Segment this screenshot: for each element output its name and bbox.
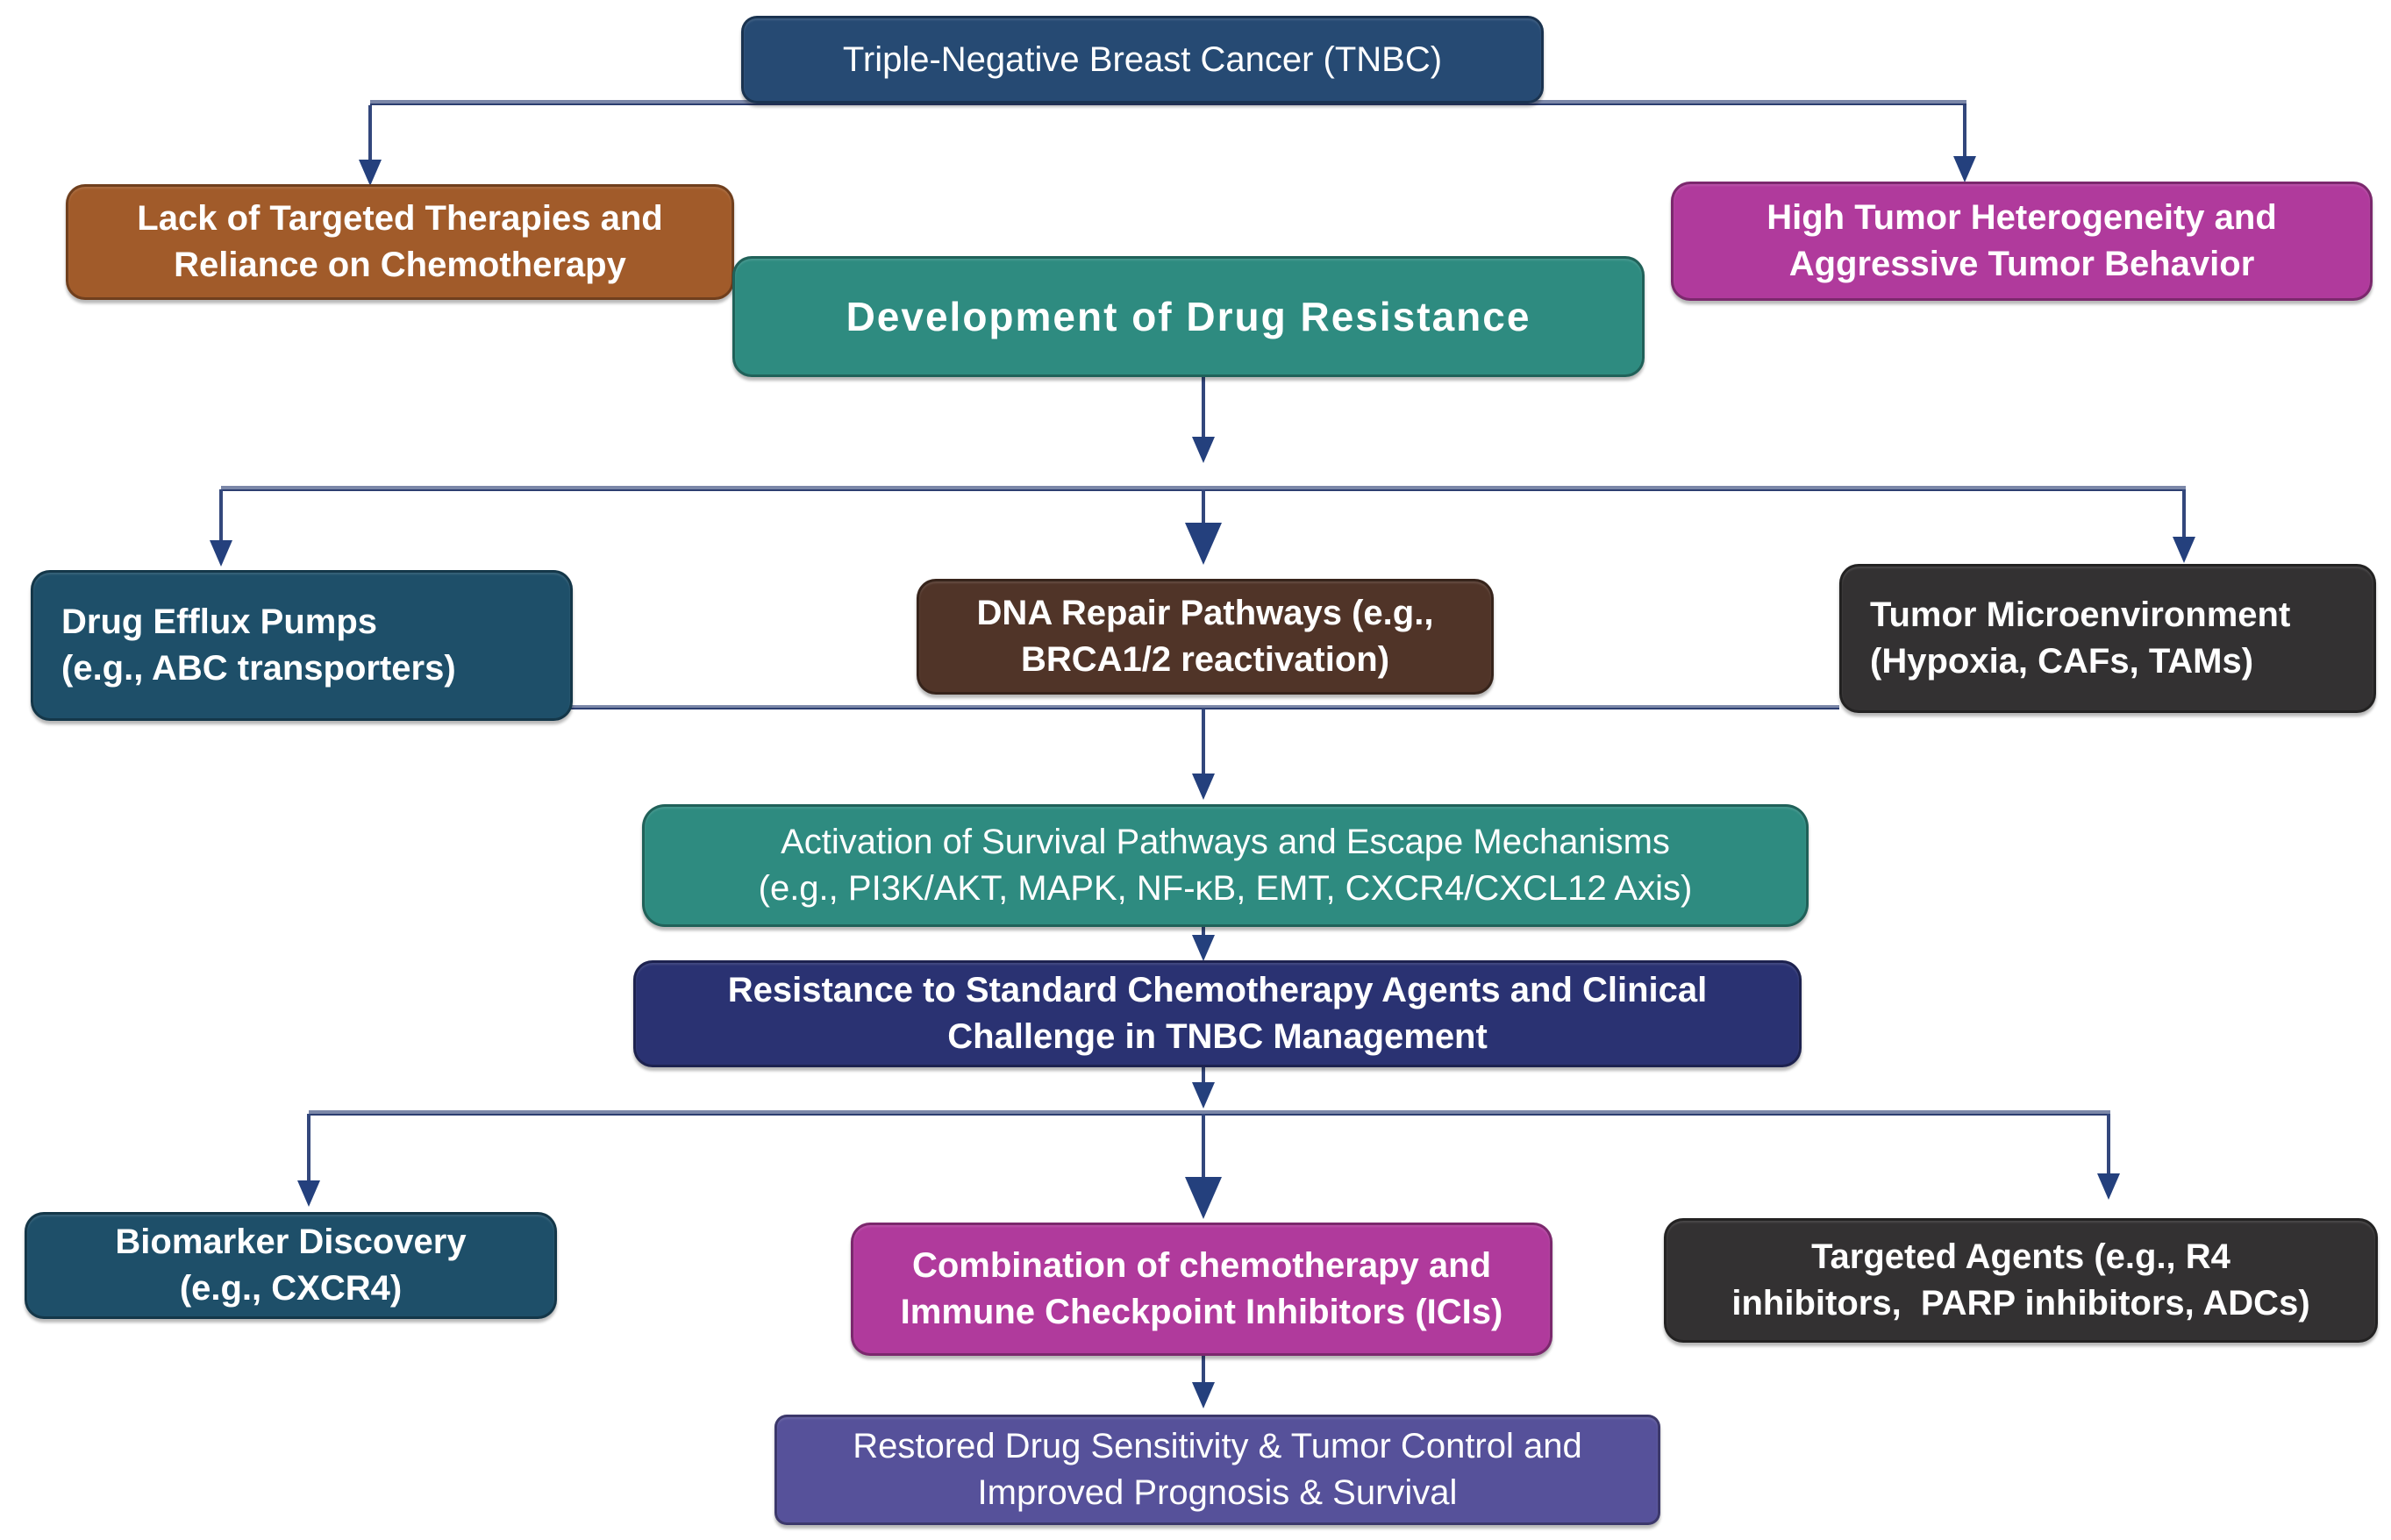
flow-node-text: (e.g., ABC transporters) [61,649,456,688]
flow-node-tumor-heterogeneity: High Tumor Heterogeneity and Aggressive … [1671,182,2373,301]
connector-merge-to-survival [1202,709,1205,777]
connector-survival-to-clinical [1202,927,1205,939]
arrowhead-into-biomarker [297,1180,320,1207]
connector-development-down [1202,375,1205,440]
arrowhead-into-survival [1192,774,1215,800]
flow-node-text: Lack of Targeted Therapies and [137,199,663,239]
flow-node-text: (e.g., PI3K/AKT, MAPK, NF-κB, EMT, CXCR4… [758,869,1693,908]
flow-node-development-of-drug-resistance: Development of Drug Resistance [732,256,1645,377]
connector-split-to-efflux [219,489,223,544]
flow-node-restored-sensitivity-outcome: Restored Drug Sensitivity & Tumor Contro… [774,1415,1660,1525]
flow-node-biomarker-discovery: Biomarker Discovery (e.g., CXCR4) [25,1212,557,1319]
connector-strategies-split-line [309,1110,2110,1116]
flow-node-text: Challenge in TNBC Management [947,1017,1488,1056]
arrowhead-development-to-split [1192,437,1215,463]
connector-split-to-tme [2182,489,2186,540]
arrowhead-into-combo [1185,1177,1222,1219]
flow-node-text: Resistance to Standard Chemotherapy Agen… [727,971,1708,1010]
flow-node-text: Immune Checkpoint Inhibitors (ICIs) [900,1293,1503,1331]
connector-split-to-combo [1202,1114,1205,1180]
flow-node-targeted-agents: Targeted Agents (e.g., R4 inhibitors, PA… [1664,1218,2378,1343]
arrowhead-clinical-to-split [1192,1082,1215,1109]
flow-node-text: Aggressive Tumor Behavior [1788,245,2255,283]
arrowhead-into-outcome [1192,1382,1215,1408]
arrowhead-into-heterogeneity [1953,156,1976,182]
flow-node-text: Combination of chemotherapy and [911,1246,1492,1286]
arrowhead-into-tme [2173,537,2195,563]
flow-node-survival-pathways: Activation of Survival Pathways and Esca… [642,804,1809,927]
flow-node-lack-of-targeted-therapies: Lack of Targeted Therapies and Reliance … [66,184,734,300]
arrowhead-into-efflux [210,540,232,567]
flow-node-text: inhibitors, PARP inhibitors, ADCs) [1731,1284,2310,1323]
arrowhead-into-clinical [1192,935,1215,961]
flow-node-tumor-microenvironment: Tumor Microenvironment (Hypoxia, CAFs, T… [1839,564,2376,713]
connector-split-to-dna [1202,489,1205,526]
flow-node-resistance-clinical-challenge: Resistance to Standard Chemotherapy Agen… [633,960,1802,1067]
connector-combo-to-outcome [1202,1356,1205,1386]
flow-node-text: Restored Drug Sensitivity & Tumor Contro… [853,1427,1582,1466]
connector-split-to-targeted [2107,1114,2110,1177]
connector-tnbc-to-heterogeneity [1963,105,1966,160]
flow-node-text: BRCA1/2 reactivation) [1020,640,1390,679]
flow-node-dna-repair-pathways: DNA Repair Pathways (e.g., BRCA1/2 react… [917,579,1494,695]
arrowhead-into-lack [359,160,382,186]
flow-node-text: Drug Efflux Pumps [61,602,378,642]
flow-node-text: (e.g., CXCR4) [179,1269,403,1308]
flow-node-text: Reliance on Chemotherapy [174,246,626,284]
connector-tnbc-to-lack [368,105,372,163]
flow-node-text: DNA Repair Pathways (e.g., [976,594,1434,633]
flow-node-text: Triple-Negative Breast Cancer (TNBC) [842,39,1443,79]
flow-node-text: Development of Drug Resistance [846,293,1531,339]
flow-node-chemo-ici-combination: Combination of chemotherapy and Immune C… [851,1223,1552,1356]
flow-node-text: Tumor Microenvironment [1870,595,2291,635]
flow-node-text: (Hypoxia, CAFs, TAMs) [1870,642,2254,681]
flow-node-tnbc: Triple-Negative Breast Cancer (TNBC) [741,16,1544,103]
connector-clinical-down [1202,1067,1205,1087]
arrowhead-into-dna [1185,523,1222,565]
flow-node-drug-efflux-pumps: Drug Efflux Pumps (e.g., ABC transporter… [31,570,573,721]
flow-node-text: Biomarker Discovery [115,1223,467,1262]
arrowhead-into-targeted [2097,1173,2120,1200]
flow-node-text: High Tumor Heterogeneity and [1766,198,2277,238]
flow-node-text: Improved Prognosis & Survival [977,1473,1458,1512]
connector-split-to-biomarker [307,1114,310,1184]
flow-node-text: Targeted Agents (e.g., R4 [1811,1237,2230,1277]
flow-node-text: Activation of Survival Pathways and Esca… [781,823,1670,862]
